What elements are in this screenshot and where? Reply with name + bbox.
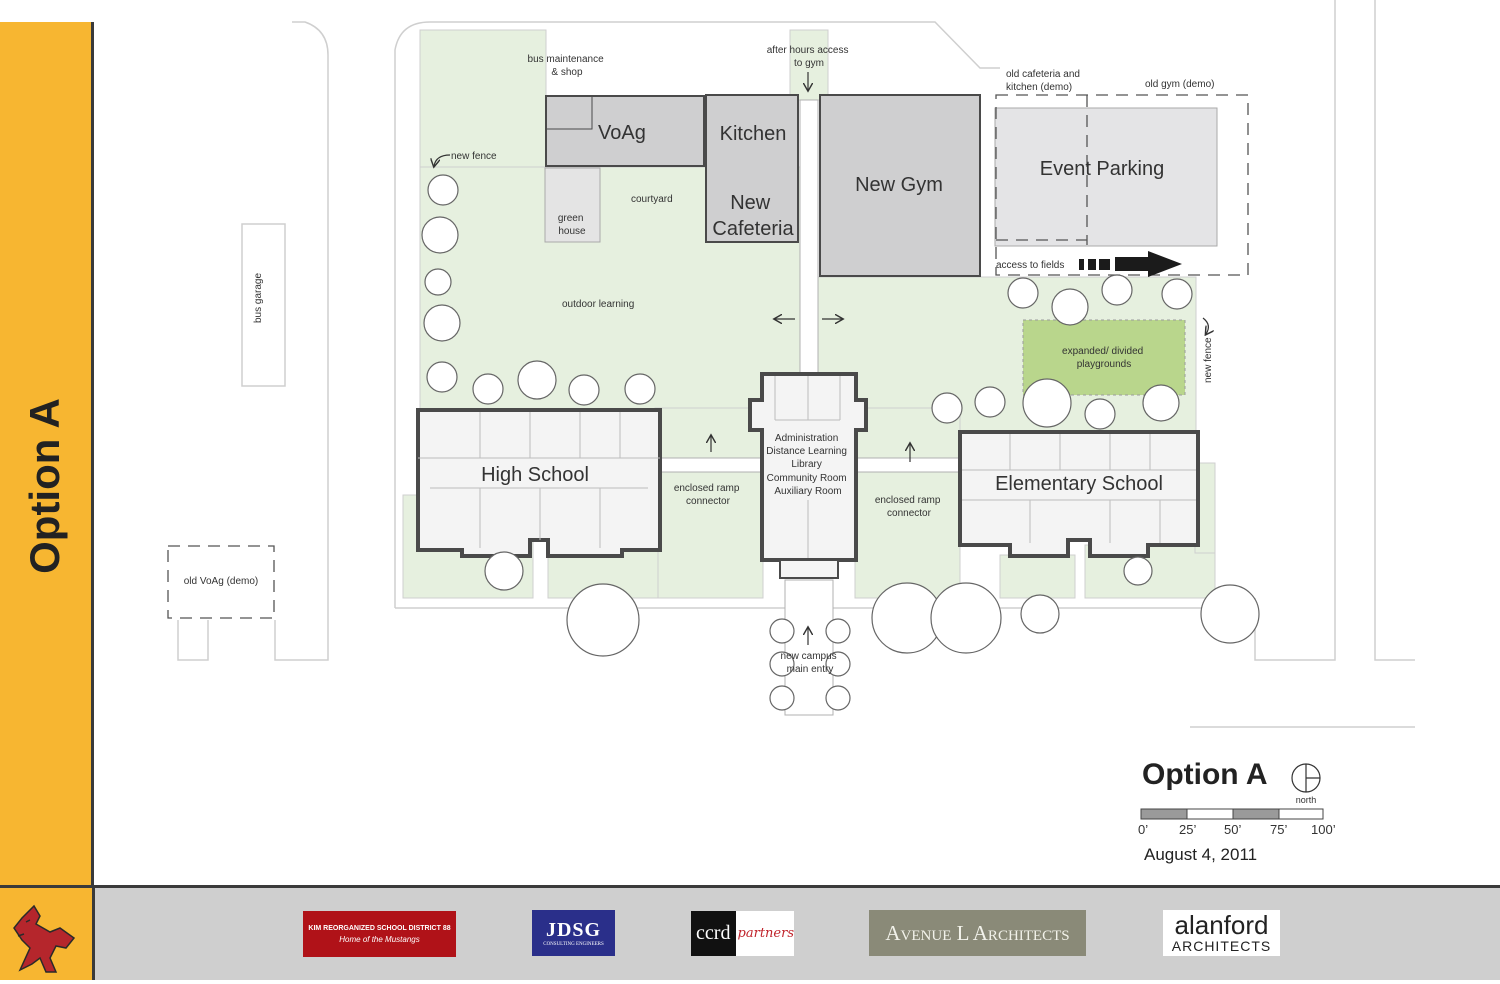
north-arrow [1291, 763, 1321, 793]
enclosed-ramp-left-label: enclosed ramp connector [674, 483, 742, 507]
mascot-logo [0, 888, 95, 980]
legend-title: Option A [1142, 758, 1268, 791]
svg-text:50’: 50’ [1224, 822, 1241, 837]
kim-district-logo: KIM REORGANIZED SCHOOL DISTRICT 88 Home … [303, 911, 456, 957]
old-voag-label: old VoAg (demo) [184, 576, 259, 587]
new-fence-top-label: new fence [451, 151, 497, 162]
event-parking-area [994, 107, 1218, 247]
scale-ticks: 0’ 25’ 50’ 75’ 100’ [1138, 822, 1336, 837]
ccrd-logo: ccrd partners [691, 911, 794, 956]
elementary-school-building [958, 430, 1200, 558]
old-voag-demo [167, 545, 275, 619]
elementary-school-label: Elementary School [995, 473, 1163, 495]
old-cafeteria-label: old cafeteria and kitchen (demo) [1006, 69, 1083, 93]
avenue-l-logo: Avenue L Architects [869, 910, 1086, 956]
mustang-icon [13, 904, 76, 973]
vo-ag-building [545, 95, 705, 167]
old-gym-label: old gym (demo) [1145, 79, 1214, 90]
svg-text:75’: 75’ [1270, 822, 1287, 837]
site-plan: bus maintenance & shop after hours acces… [167, 0, 1415, 837]
admin-building [748, 372, 868, 579]
kitchen-cafeteria-building [705, 94, 799, 243]
legend-date: August 4, 2011 [1144, 845, 1258, 864]
bus-garage-label: bus garage [253, 273, 264, 323]
side-band: Option A [0, 22, 94, 885]
walkways [654, 99, 964, 716]
green-house-label: green house [558, 213, 586, 237]
vo-ag-label: VoAg [598, 122, 646, 144]
event-parking-label: Event Parking [1040, 158, 1165, 180]
high-school-label: High School [481, 464, 589, 486]
kitchen-label: Kitchen [720, 123, 787, 145]
enclosed-ramp-right-label: enclosed ramp connector [875, 495, 943, 519]
playgrounds-label: expanded/ divided playgrounds [1062, 346, 1146, 370]
new-gym-label: New Gym [855, 174, 943, 196]
new-fence-right-label: new fence [1203, 337, 1214, 383]
arrows [434, 72, 1208, 645]
svg-text:100’: 100’ [1311, 822, 1336, 837]
svg-text:0’: 0’ [1138, 822, 1148, 837]
trees [421, 174, 1260, 711]
high-school-building [416, 408, 662, 558]
new-gym-building [819, 94, 981, 277]
access-to-fields-label: access to fields [996, 260, 1064, 271]
courtyard-label: courtyard [631, 194, 673, 205]
alanford-logo: alanford ARCHITECTS [1163, 910, 1280, 956]
scale-bar [1140, 808, 1324, 820]
green-house [544, 167, 601, 243]
bus-maintenance-label: bus maintenance & shop [528, 54, 607, 78]
new-cafeteria-label: New Cafeteria [712, 192, 794, 240]
admin-label: Administration Distance Learning Library… [766, 433, 849, 497]
bus-garage-building [241, 223, 286, 387]
access-to-fields-arrow [1079, 251, 1182, 277]
outdoor-learning-label: outdoor learning [562, 299, 634, 310]
after-hours-label: after hours access to gym [767, 45, 852, 69]
footer: KIM REORGANIZED SCHOOL DISTRICT 88 Home … [0, 885, 1500, 980]
jdsg-logo: JDSG CONSULTING ENGINEERS [532, 910, 615, 956]
main-entry-label: new campus main entry [781, 651, 840, 675]
svg-text:25’: 25’ [1179, 822, 1196, 837]
old-buildings-demo [995, 94, 1249, 276]
north-label: north [1296, 795, 1317, 805]
